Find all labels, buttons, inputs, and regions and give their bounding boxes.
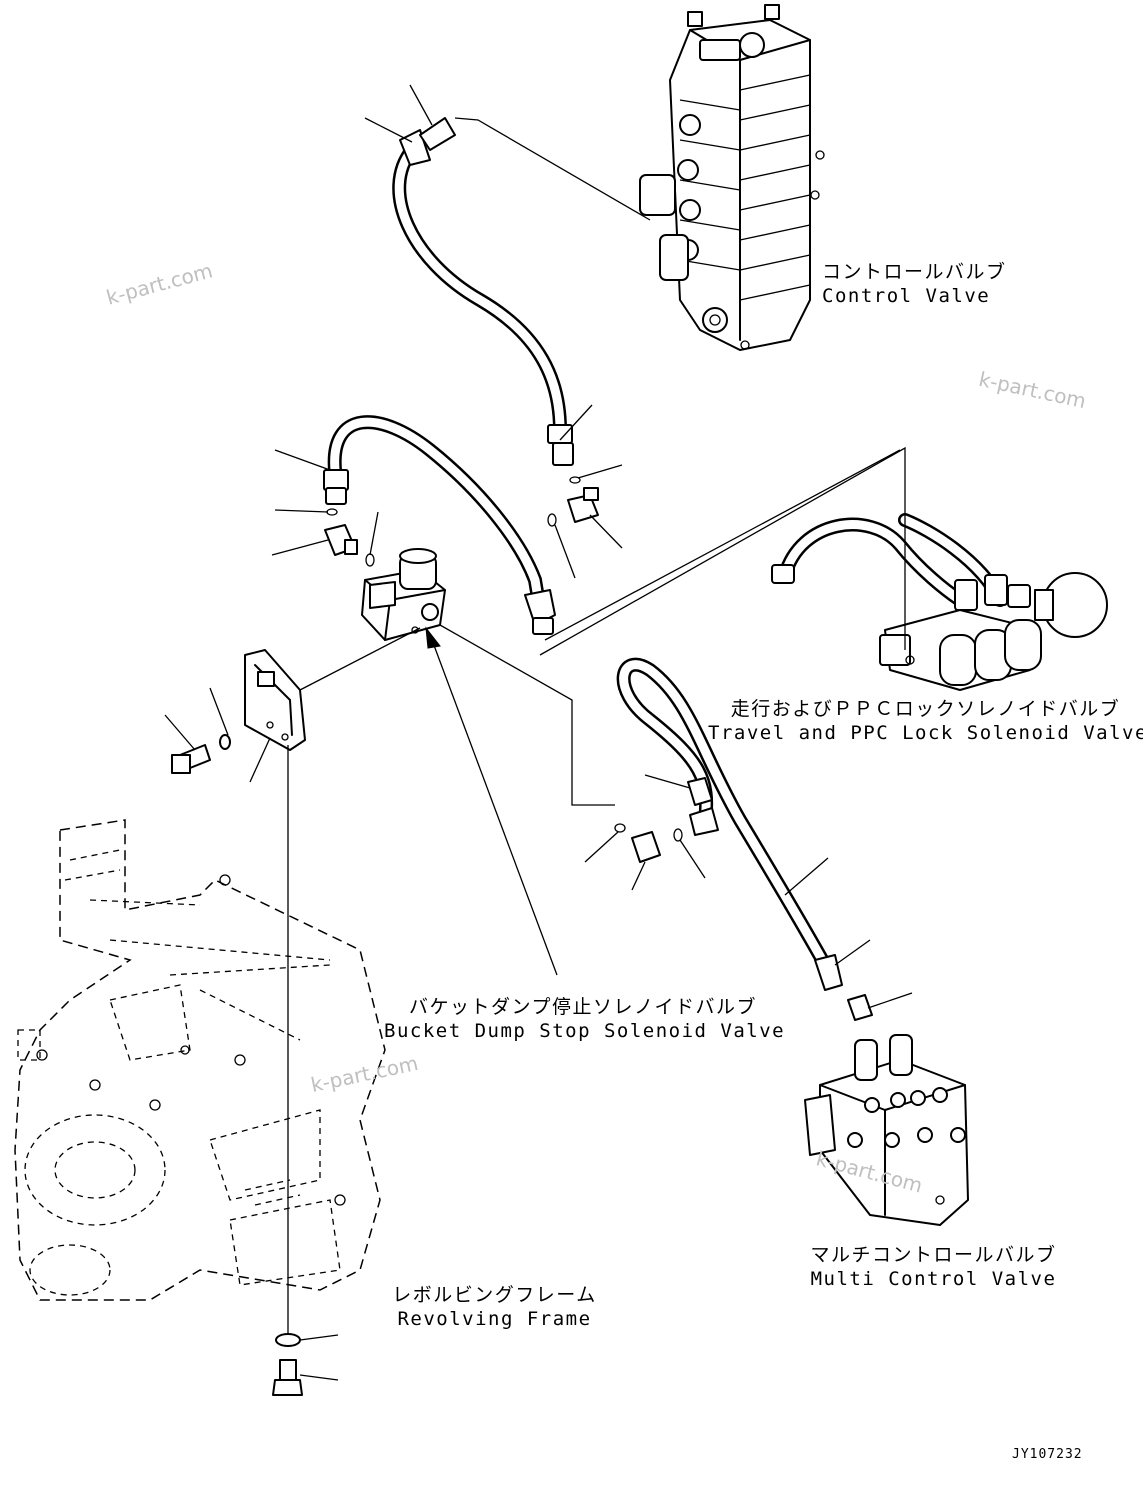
control-valve-label: コントロールバルブ Control Valve	[822, 260, 1007, 308]
drawing-code: JY107232	[1012, 1447, 1083, 1462]
control-valve-label-en: Control Valve	[822, 285, 991, 307]
multi-control-valve-label-jp: マルチコントロールバルブ	[810, 1244, 1057, 1266]
bucket-dump-valve-label-jp: バケットダンプ停止ソレノイドバルブ	[409, 996, 757, 1018]
bracket-drawing	[171, 649, 306, 774]
multi-control-valve-label-en: Multi Control Valve	[810, 1268, 1057, 1290]
arrow-bucket-dump	[425, 626, 558, 976]
multi-control-valve-label: マルチコントロールバルブ Multi Control Valve	[806, 1243, 1061, 1291]
travel-ppc-valve-drawing	[771, 513, 1108, 691]
control-valve-drawing	[639, 4, 825, 351]
bucket-dump-solenoid-drawing	[361, 548, 446, 641]
bottom-bolt-drawing	[272, 1333, 303, 1396]
fittings-lower	[614, 823, 683, 863]
fittings-solenoid	[324, 476, 599, 567]
revolving-frame-drawing	[14, 819, 386, 1301]
revolving-frame-label: レボルビングフレーム Revolving Frame	[392, 1283, 597, 1331]
travel-ppc-valve-label-en: Travel and PPC Lock Solenoid Valve	[708, 722, 1143, 744]
hose-middle	[323, 415, 556, 635]
travel-ppc-valve-label: 走行およびＰＰＣロックソレノイドバルブ Travel and PPC Lock …	[708, 697, 1143, 745]
revolving-frame-label-jp: レボルビングフレーム	[392, 1284, 597, 1306]
bucket-dump-valve-label: バケットダンプ停止ソレノイドバルブ Bucket Dump Stop Solen…	[384, 995, 786, 1043]
travel-ppc-valve-label-jp: 走行およびＰＰＣロックソレノイドバルブ	[730, 698, 1121, 720]
leader-lines	[164, 84, 913, 1381]
multi-control-valve-drawing	[804, 1034, 969, 1226]
hose-upper	[392, 117, 574, 466]
bucket-dump-valve-label-en: Bucket Dump Stop Solenoid Valve	[384, 1020, 786, 1042]
hose-lower	[616, 657, 873, 1021]
control-valve-label-jp: コントロールバルブ	[822, 261, 1007, 283]
assembly-lines	[287, 117, 906, 1335]
revolving-frame-label-en: Revolving Frame	[397, 1308, 592, 1330]
